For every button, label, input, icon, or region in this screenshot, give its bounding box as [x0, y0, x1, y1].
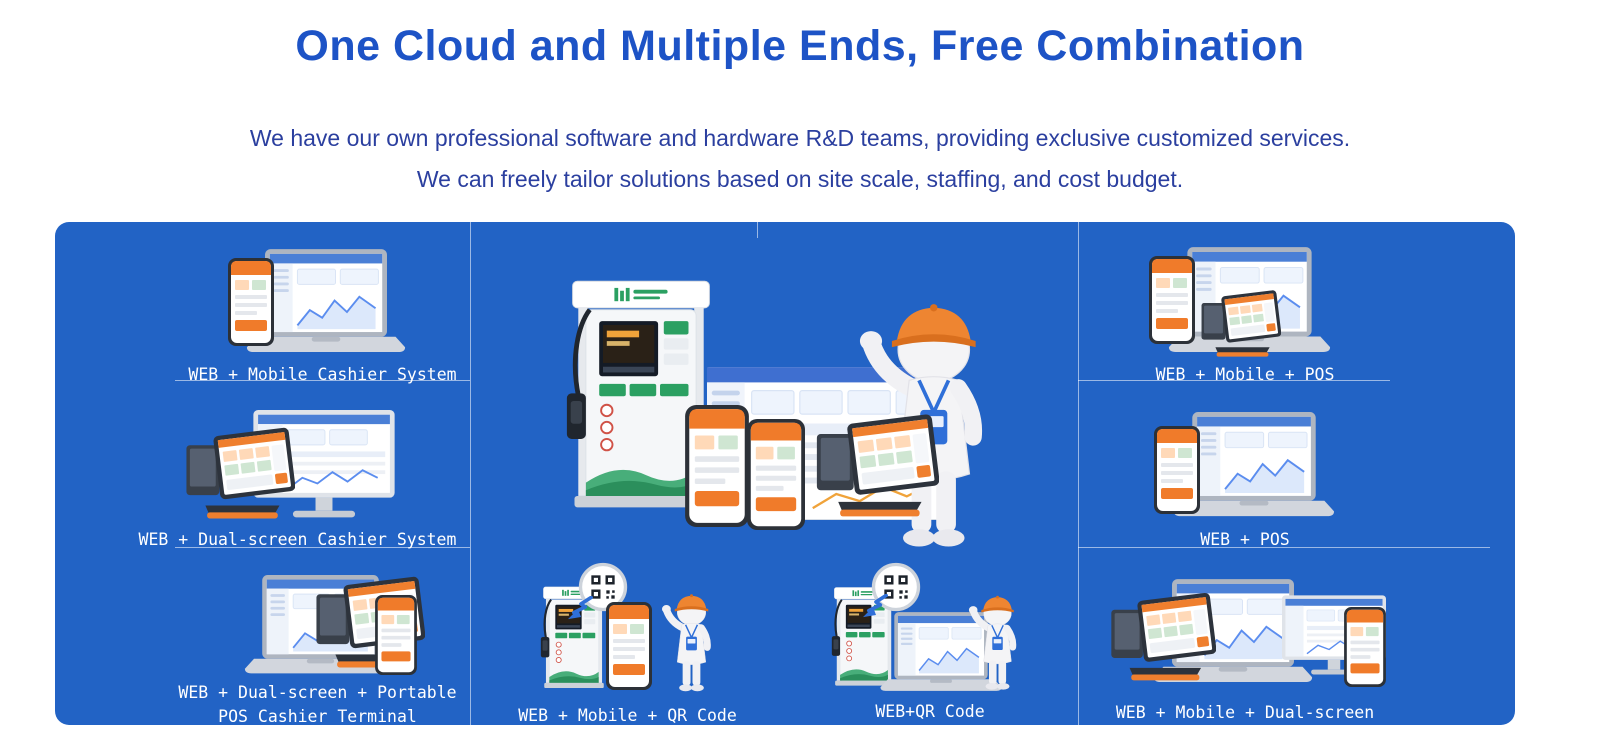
combo-label: WEB + POS — [1200, 530, 1290, 549]
combo-web-mobile-cashier: WEB + Mobile Cashier System — [150, 247, 495, 387]
divider — [1078, 380, 1390, 381]
combo-label: WEB+QR Code — [875, 702, 985, 721]
phone-icon — [375, 595, 417, 675]
center-hero-illustration — [525, 277, 1080, 569]
combo-web-mobile-qr: WEB + Mobile + QR Code — [510, 562, 745, 728]
dual-screen-pos-icon — [1199, 289, 1281, 360]
subtitle-line-1: We have our own professional software an… — [249, 125, 1351, 151]
combo-web-pos: WEB + POS — [1130, 412, 1360, 552]
divider — [470, 222, 471, 725]
combo-label: WEB + Dual-screen + Portable POS Cashier… — [178, 683, 457, 726]
dual-screen-pos-icon — [1108, 591, 1216, 685]
mascot-icon — [967, 588, 1029, 694]
combo-web-qr: WEB+QR Code — [815, 562, 1045, 724]
mascot-icon — [660, 586, 724, 696]
divider — [175, 547, 470, 548]
handheld-pos-icon — [1154, 426, 1200, 514]
combo-label: WEB + Dual-screen Cashier System — [138, 530, 457, 549]
phone-icon — [606, 602, 652, 690]
combo-label: WEB + Mobile + Dual-screen — [1115, 703, 1375, 722]
section-title: One Cloud and Multiple Ends, Free Combin… — [295, 22, 1305, 70]
combo-label: WEB + Mobile Cashier System — [188, 365, 457, 384]
phone-icon — [1344, 607, 1386, 687]
divider — [757, 222, 758, 238]
phone-icon — [1149, 255, 1195, 345]
phone-icon — [685, 405, 749, 527]
combo-web-dualscreen-portable: WEB + Dual-screen + Portable POS Cashier… — [145, 567, 490, 729]
combo-label: WEB + Mobile + POS — [1155, 365, 1335, 384]
combo-web-dualscreen-cashier: WEB + Dual-screen Cashier System — [125, 410, 470, 552]
phone-icon — [747, 419, 805, 530]
divider — [175, 380, 470, 381]
combination-panel: WEB + Mobile Cashier System WEB + Dual-s… — [55, 222, 1515, 728]
subtitle-line-2: We can freely tailor solutions based on … — [416, 166, 1184, 192]
dual-screen-pos-icon — [813, 409, 939, 525]
combo-web-mobile-pos: WEB + Mobile + POS — [1115, 247, 1375, 387]
combo-web-mobile-dualscreen: WEB + Mobile + Dual-screen — [1100, 567, 1390, 725]
arrow-icon — [566, 596, 596, 622]
divider — [1078, 222, 1079, 725]
dual-screen-pos-icon — [183, 426, 295, 523]
divider — [1078, 547, 1490, 548]
phone-icon — [228, 257, 274, 347]
combo-label: WEB + Mobile + QR Code — [518, 706, 737, 725]
